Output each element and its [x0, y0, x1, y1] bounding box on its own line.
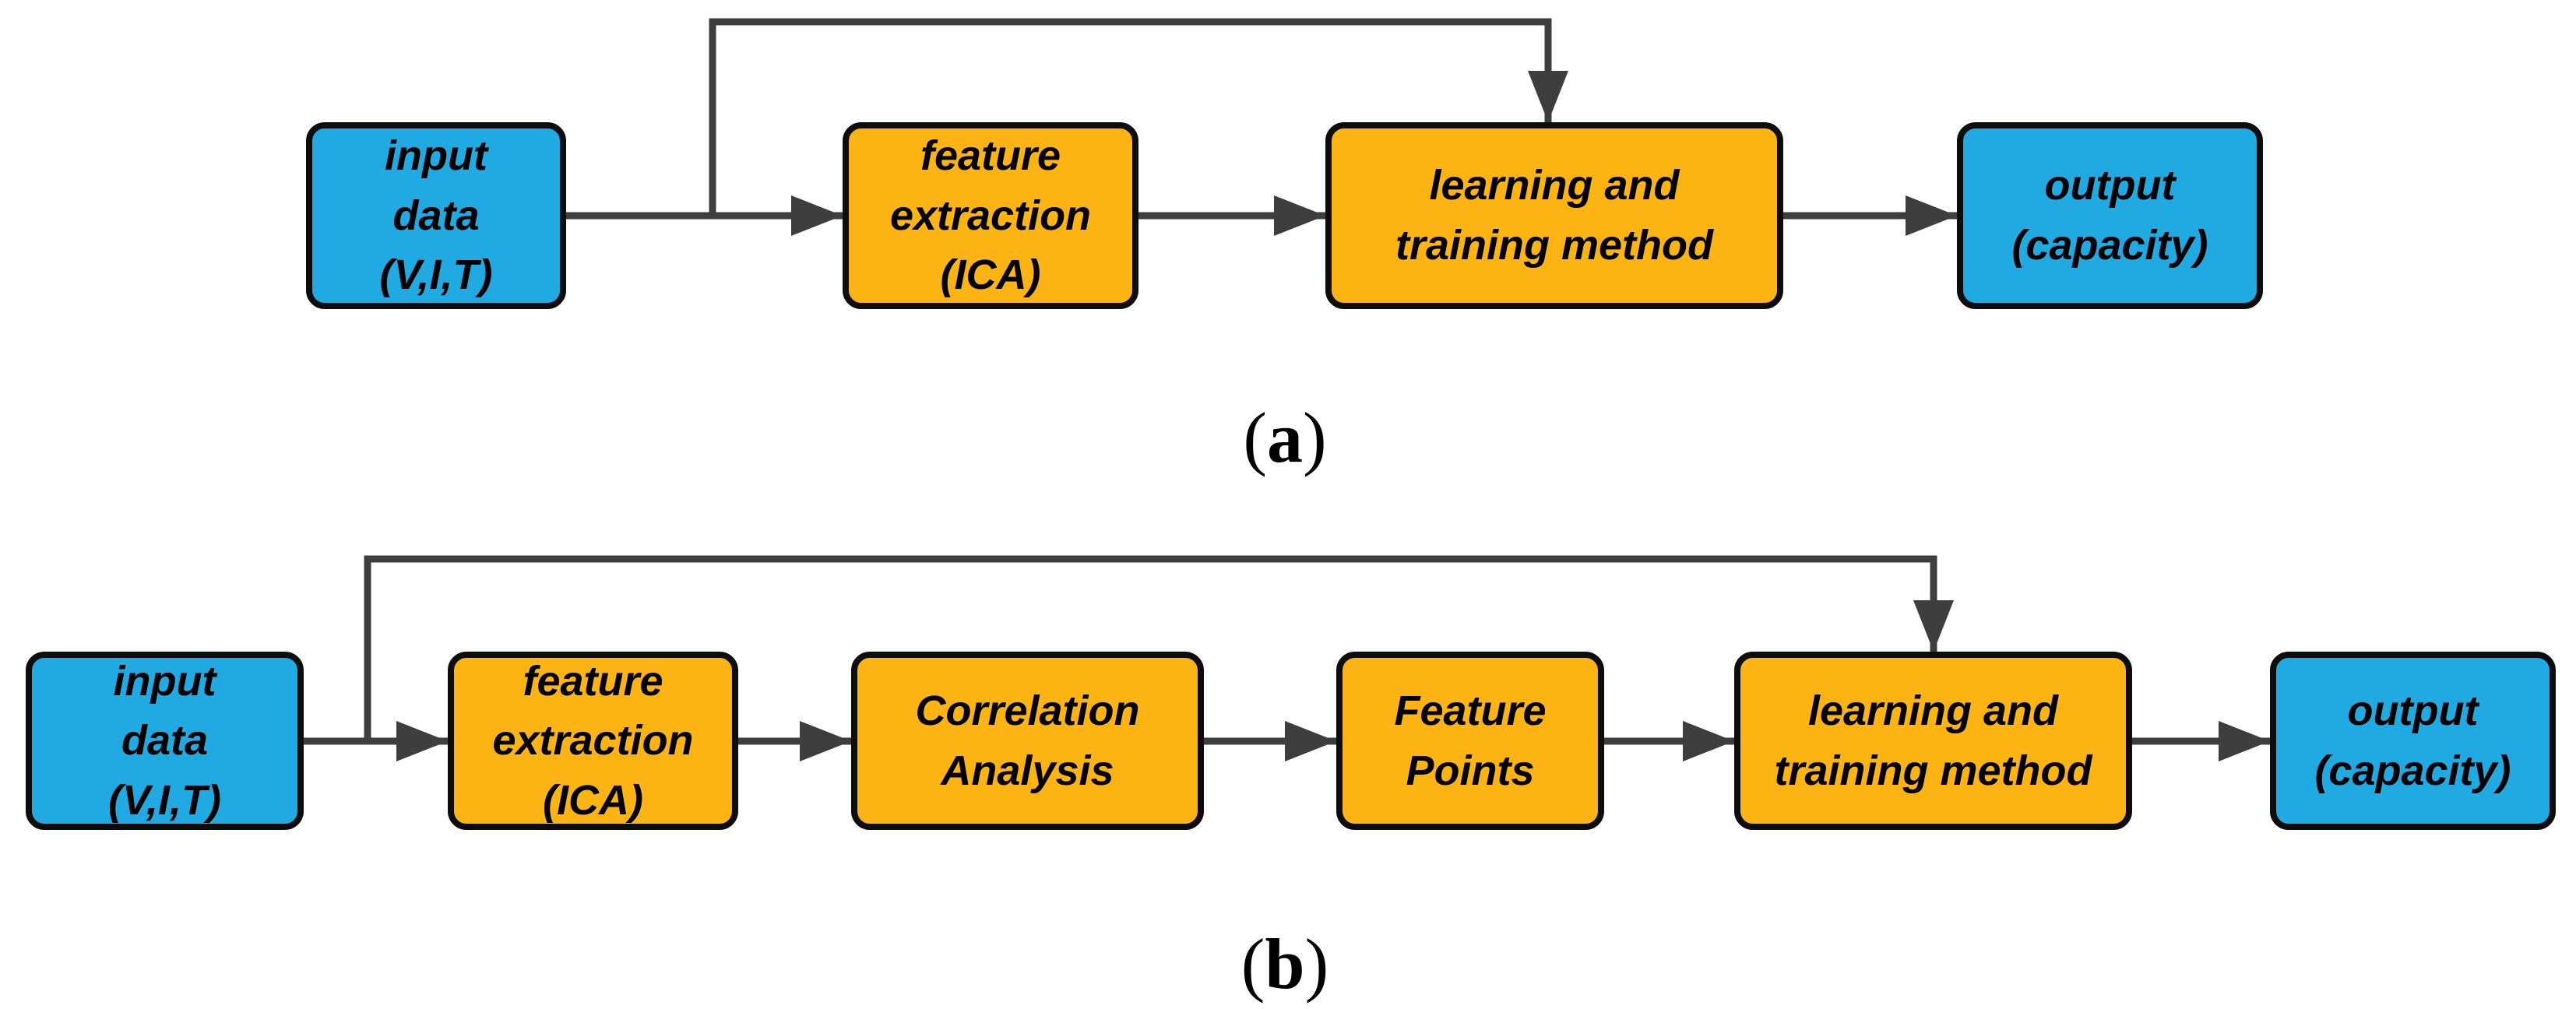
node-label: output (capacity): [2314, 687, 2511, 794]
node-b-learning-training-method: learning and training method: [1734, 652, 2132, 830]
panel-label-letter: b: [1265, 924, 1305, 1004]
node-a-input-data: input data (V,I,T): [306, 122, 566, 309]
panel-label-letter: a: [1267, 398, 1303, 477]
panel-label-paren: (: [1243, 398, 1267, 477]
node-label: feature extraction (ICA): [492, 657, 694, 824]
node-label: learning and training method: [1774, 687, 2092, 794]
node-label: Correlation Analysis: [915, 687, 1140, 794]
panel-label-a: (a): [1243, 402, 1326, 473]
node-label: Feature Points: [1394, 687, 1547, 794]
node-a-learning-training-method: learning and training method: [1325, 122, 1783, 309]
node-b-feature-extraction: feature extraction (ICA): [448, 652, 738, 830]
node-b-correlation-analysis: Correlation Analysis: [851, 652, 1204, 830]
node-label: output (capacity): [2011, 162, 2208, 269]
node-b-output-capacity: output (capacity): [2270, 652, 2556, 830]
node-a-feature-extraction: feature extraction (ICA): [843, 122, 1138, 309]
node-b-feature-points: Feature Points: [1336, 652, 1604, 830]
node-a-output-capacity: output (capacity): [1957, 122, 2263, 309]
node-label: learning and training method: [1395, 162, 1713, 269]
node-label: feature extraction (ICA): [889, 132, 1092, 299]
panel-label-paren: (: [1240, 924, 1265, 1004]
node-label: input data (V,I,T): [107, 657, 222, 824]
node-label: input data (V,I,T): [379, 132, 493, 299]
edge-b-skip-input-to-learning: [364, 555, 1954, 741]
edge-a-skip-input-to-learning: [709, 18, 1568, 216]
panel-label-paren: ): [1304, 924, 1329, 1004]
panel-label-b: (b): [1241, 928, 1328, 1000]
node-b-input-data: input data (V,I,T): [26, 652, 304, 830]
panel-label-paren: ): [1303, 398, 1327, 477]
